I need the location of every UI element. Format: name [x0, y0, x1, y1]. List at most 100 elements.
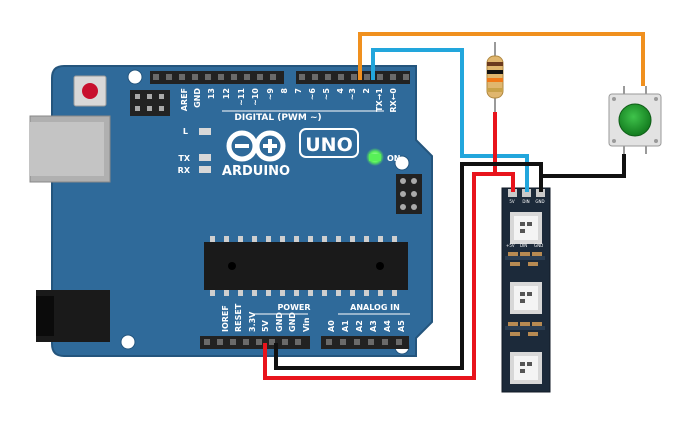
header-pin[interactable]: [231, 74, 237, 80]
header-pin[interactable]: [179, 74, 185, 80]
led-strip: 5V DIN GND +5V DIN GND: [501, 187, 551, 393]
header-pin[interactable]: [257, 74, 263, 80]
header-pin[interactable]: [244, 74, 250, 80]
model-label: UNO: [305, 134, 352, 156]
header-pin[interactable]: [312, 74, 318, 80]
power-header: [200, 336, 310, 349]
header-pin[interactable]: [218, 74, 224, 80]
wire-orange: [358, 32, 645, 86]
wire-black-button: [541, 154, 626, 178]
power-pin-label: RESET: [234, 303, 243, 332]
reset-button[interactable]: [73, 75, 107, 107]
strip-pad-label: DIN: [520, 243, 527, 248]
analog-pin-label: A1: [341, 320, 350, 332]
digital-pin-label: 4: [336, 88, 345, 94]
digital-pin-label: TX→1: [375, 88, 384, 112]
header-pin[interactable]: [230, 339, 236, 345]
header-pin[interactable]: [390, 74, 396, 80]
header-pin[interactable]: [368, 339, 374, 345]
header-pin[interactable]: [340, 339, 346, 345]
digital-pin-label: RX←0: [389, 88, 398, 113]
header-pin[interactable]: [295, 339, 301, 345]
resistor-band: [487, 62, 503, 66]
header-pin[interactable]: [282, 339, 288, 345]
wire-black: [274, 162, 543, 370]
header-pin[interactable]: [204, 339, 210, 345]
digital-pin-label: 8: [280, 88, 289, 94]
digital-pin-label: 13: [207, 88, 216, 99]
header-pin[interactable]: [269, 339, 275, 345]
arduino-logo: ARDUINO: [222, 130, 290, 179]
header-pin[interactable]: [403, 74, 409, 80]
analog-pin-label: A0: [327, 320, 336, 332]
header-pin[interactable]: [377, 74, 383, 80]
power-pin-label: IOREF: [221, 305, 230, 332]
wires: [263, 32, 645, 380]
header-pin[interactable]: [217, 339, 223, 345]
header-pin[interactable]: [153, 74, 159, 80]
header-pin[interactable]: [338, 74, 344, 80]
led-tx-label: TX: [178, 154, 190, 163]
digital-pin-label: 2: [362, 88, 371, 94]
digital-pin-label: ~11: [237, 88, 246, 106]
header-pin[interactable]: [382, 339, 388, 345]
analog-pin-label: A5: [397, 320, 406, 332]
header-pin[interactable]: [256, 339, 262, 345]
resistor-band: [487, 78, 503, 82]
strip-pad-label: +5V: [506, 243, 515, 248]
led-rx: [199, 166, 211, 173]
power-pin-label: 5V: [261, 319, 270, 332]
header-pin[interactable]: [396, 339, 402, 345]
logo-plus-icon: [254, 130, 286, 162]
digital-pin-label: ~5: [322, 88, 331, 101]
header-pin[interactable]: [354, 339, 360, 345]
wire-red: [263, 172, 515, 380]
analog-header: [321, 336, 409, 349]
header-pin[interactable]: [326, 339, 332, 345]
digital-pin-label: 12: [222, 88, 231, 99]
header-pin[interactable]: [351, 74, 357, 80]
push-button[interactable]: [608, 86, 662, 154]
digital-label: DIGITAL (PWM ~): [234, 113, 321, 123]
digital-pin-label: ~6: [308, 88, 317, 101]
header-pin[interactable]: [299, 74, 305, 80]
usb-connector: [29, 115, 111, 183]
button-cap[interactable]: [618, 103, 652, 137]
led-tx: [199, 154, 211, 161]
analog-pin-label: A3: [369, 320, 378, 332]
digital-pin-label: AREF: [180, 88, 189, 111]
header-pin[interactable]: [364, 74, 370, 80]
strip-pin-din: DIN: [522, 199, 529, 204]
led-l-label: L: [183, 127, 188, 136]
header-pin[interactable]: [205, 74, 211, 80]
on-label: ON: [387, 154, 401, 163]
digital-pin-label: GND: [193, 88, 202, 108]
mounting-hole: [120, 334, 136, 350]
header-pin[interactable]: [243, 339, 249, 345]
resistor-band: [487, 70, 503, 74]
header-pin[interactable]: [166, 74, 172, 80]
mounting-hole: [127, 69, 143, 85]
power-pin-label: GND: [288, 312, 297, 332]
header-pin[interactable]: [325, 74, 331, 80]
header-pin[interactable]: [192, 74, 198, 80]
strip-pin-5v: 5V: [509, 199, 515, 204]
digital-header-pins: [153, 74, 409, 80]
header-pin[interactable]: [270, 74, 276, 80]
digital-header: [150, 71, 410, 84]
power-pin-label: 3.3V: [248, 311, 257, 332]
on-led: [369, 154, 381, 161]
model-badge: [299, 128, 359, 158]
icsp2-header: [396, 174, 422, 214]
power-pin-label: Vin: [302, 317, 311, 332]
strip-pad-label: GND: [534, 243, 543, 248]
strip-pads: [508, 189, 545, 197]
strip-pin-gnd: GND: [535, 199, 544, 204]
analog-pin-label: A4: [383, 320, 392, 332]
digital-pin-label: ~9: [266, 88, 275, 101]
icsp-header: [130, 90, 170, 116]
